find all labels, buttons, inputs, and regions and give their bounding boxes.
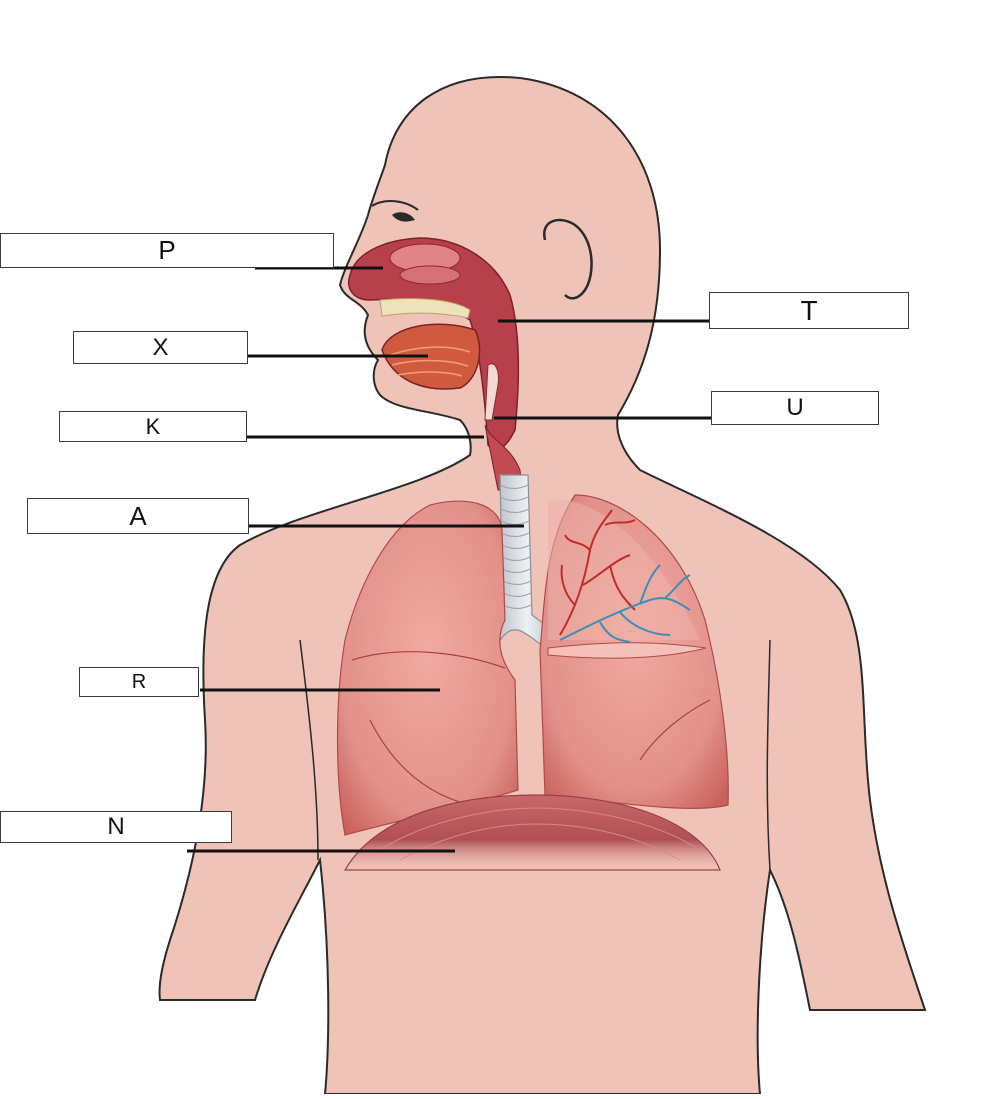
label-box-t[interactable]: T xyxy=(709,292,909,329)
label-box-p[interactable]: P xyxy=(0,233,334,268)
label-box-a[interactable]: A xyxy=(27,498,249,534)
label-text-t: T xyxy=(800,294,818,326)
upper-airway xyxy=(348,237,523,491)
body-silhouette xyxy=(158,76,927,1095)
label-text-k: K xyxy=(145,413,161,439)
label-text-u: U xyxy=(786,394,804,421)
label-box-r[interactable]: R xyxy=(79,667,199,697)
label-box-u[interactable]: U xyxy=(711,391,879,425)
label-text-x: X xyxy=(152,333,169,361)
label-box-x[interactable]: X xyxy=(73,331,248,364)
label-text-p: P xyxy=(158,235,176,265)
leader-lines xyxy=(187,266,712,853)
right-lung xyxy=(539,494,729,809)
label-box-k[interactable]: K xyxy=(59,411,247,442)
red-vessels xyxy=(559,509,636,636)
trachea xyxy=(494,474,561,649)
blue-vessels xyxy=(559,564,691,643)
label-text-a: A xyxy=(129,500,147,531)
label-text-r: R xyxy=(131,670,147,693)
left-lung xyxy=(336,500,519,836)
label-box-n[interactable]: N xyxy=(0,811,232,843)
label-text-n: N xyxy=(107,813,125,840)
